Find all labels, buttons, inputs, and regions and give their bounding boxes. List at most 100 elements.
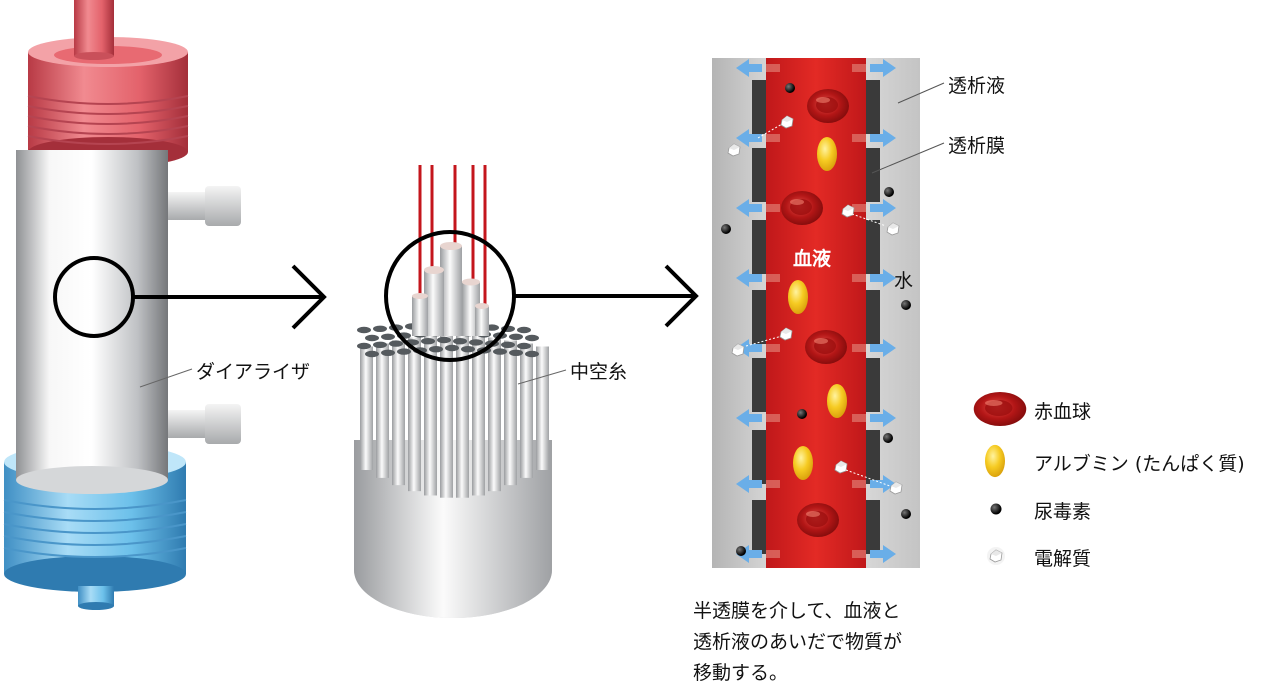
membrane-segment	[752, 430, 766, 484]
water-arrow-tail	[766, 204, 780, 212]
caption: 半透膜を介して、血液と 透析液のあいだで物質が 移動する。	[693, 596, 902, 689]
legend-label-electrolyte: 電解質	[1034, 548, 1092, 570]
water-arrow-tail	[766, 480, 780, 488]
dialyzer-label: ダイアライザ	[196, 361, 311, 383]
membrane-segment	[752, 500, 766, 554]
water-arrow-tail	[766, 64, 780, 72]
membrane-segment	[866, 358, 880, 412]
fiber-opening	[429, 346, 443, 353]
fiber-opening	[517, 326, 531, 334]
hollow-fiber-bundle	[354, 165, 699, 618]
fiber-opening	[357, 326, 371, 334]
fiber-tube	[504, 340, 517, 486]
albumin-icon	[817, 137, 837, 171]
uremic-toxin-icon	[797, 409, 807, 419]
water-label: 水	[894, 270, 914, 292]
caption-line: 透析液のあいだで物質が	[693, 631, 903, 653]
blood-label: 血液	[793, 248, 832, 270]
water-arrow-tail	[852, 414, 866, 422]
fiber-opening	[381, 333, 395, 340]
fiber-opening	[357, 342, 371, 350]
legend-label-albumin: アルブミン (たんぱく質)	[1034, 453, 1245, 475]
water-arrow-tail	[852, 134, 866, 142]
water-arrow-tail	[766, 274, 780, 282]
fiber-tube	[520, 343, 533, 478]
water-arrow-tail	[766, 134, 780, 142]
membrane-segment	[866, 430, 880, 484]
red-blood-cell-icon	[781, 191, 823, 225]
membrane-segment	[752, 220, 766, 274]
red-blood-cell-icon	[797, 503, 839, 537]
membrane-segment	[866, 148, 880, 202]
red-blood-cell-icon	[805, 330, 847, 364]
water-arrow-tail	[852, 64, 866, 72]
dialyzer-illustration	[3, 0, 327, 610]
fiber-tube	[392, 340, 405, 486]
legend-label-toxin: 尿毒素	[1034, 501, 1092, 523]
fiber-opening	[525, 334, 539, 342]
caption-line: 半透膜を介して、血液と	[693, 600, 901, 622]
water-arrow-tail	[852, 204, 866, 212]
legend-icons	[973, 392, 1027, 565]
membrane-segment	[752, 148, 766, 202]
fiber-opening	[445, 344, 459, 352]
albumin-icon	[793, 446, 813, 480]
electrolyte-icon	[987, 547, 1005, 565]
membrane-segment	[752, 290, 766, 344]
fiber-opening	[389, 340, 403, 347]
red-blood-cell-icon	[807, 89, 849, 123]
fiber-opening	[381, 349, 395, 356]
membrane-segment	[866, 80, 880, 134]
water-arrow-tail	[852, 550, 866, 558]
fiber-opening	[373, 325, 387, 332]
uremic-toxin-icon	[721, 224, 731, 234]
fiber-opening	[509, 349, 523, 356]
fiber-opening	[365, 350, 379, 358]
caption-line: 移動する。	[693, 662, 789, 684]
fiber-opening	[397, 348, 411, 355]
water-arrow-tail	[852, 274, 866, 282]
uremic-toxin-icon	[990, 503, 1002, 515]
fiber-opening	[365, 334, 379, 342]
membrane-cross-section	[712, 58, 945, 568]
membrane-segment	[866, 500, 880, 554]
fiber-opening	[437, 336, 451, 344]
membrane-segment	[866, 220, 880, 274]
uremic-toxin-icon	[884, 187, 894, 197]
fiber-opening	[493, 348, 507, 355]
legend-label-rbc: 赤血球	[1034, 401, 1092, 423]
water-arrow-tail	[852, 480, 866, 488]
fiber-opening	[421, 338, 435, 345]
albumin-icon	[985, 444, 1005, 478]
membrane-segment	[866, 290, 880, 344]
fiber-opening	[373, 341, 387, 348]
fiber-opening	[501, 341, 515, 348]
fiber-tube	[472, 334, 485, 496]
fiber-tube	[408, 337, 421, 492]
membrane-segment	[752, 80, 766, 134]
fiber-opening	[509, 333, 523, 340]
fiber-tube	[424, 334, 437, 496]
fiber-tube	[488, 337, 501, 492]
hollow-fiber-label: 中空糸	[570, 361, 628, 383]
uremic-toxin-icon	[901, 300, 911, 310]
fiber-opening	[469, 339, 483, 346]
fiber-tube	[440, 331, 453, 498]
uremic-toxin-icon	[901, 509, 911, 519]
albumin-icon	[827, 384, 847, 418]
water-arrow-tail	[852, 344, 866, 352]
uremic-toxin-icon	[785, 83, 795, 93]
water-arrow-tail	[766, 344, 780, 352]
fiber-opening	[517, 342, 531, 350]
membrane-label: 透析膜	[948, 135, 1006, 157]
fiber-tube	[376, 343, 389, 478]
fiber-opening	[461, 346, 475, 353]
membrane-segment	[752, 358, 766, 412]
electrolyte-path	[757, 123, 783, 139]
uremic-toxin-icon	[883, 433, 893, 443]
fiber-tube	[536, 346, 549, 470]
albumin-icon	[788, 280, 808, 314]
dialysate-label: 透析液	[948, 75, 1006, 97]
fiber-opening	[525, 350, 539, 358]
